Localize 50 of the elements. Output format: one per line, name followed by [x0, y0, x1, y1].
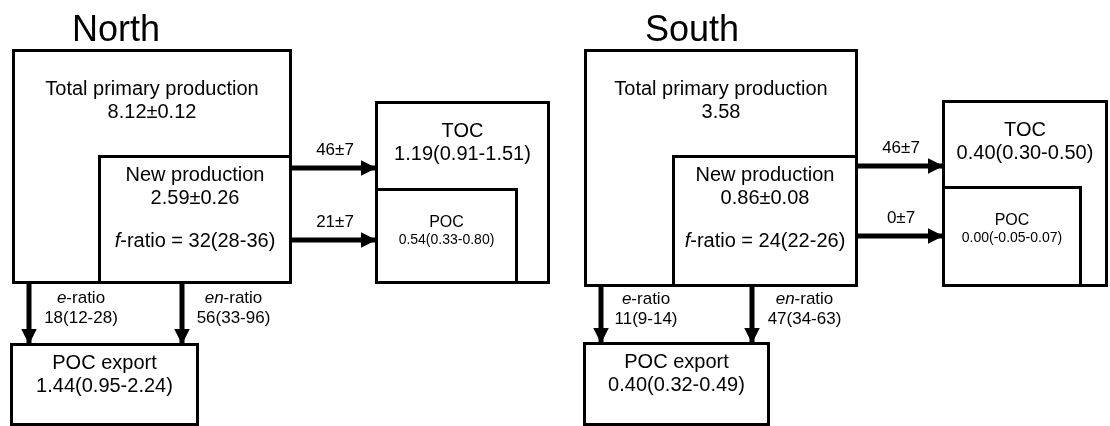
box-value: 0.86±0.08	[719, 186, 811, 209]
box-heading: Total primary production	[613, 77, 829, 100]
arrow	[856, 158, 944, 174]
box-heading: Total primary production	[44, 77, 260, 100]
box-heading: New production	[694, 163, 836, 186]
box-value: f-ratio = 32(28-36)	[113, 229, 277, 252]
edge-label: en-ratio 56(33-96)	[195, 288, 272, 328]
box-value: f-ratio = 24(22-26)	[683, 229, 847, 252]
flux-box	[375, 101, 550, 284]
box-heading: POC	[993, 211, 1031, 230]
flux-box	[942, 100, 1108, 287]
box-heading: New production	[124, 163, 266, 186]
box-value: 0.40(0.30-0.50)	[955, 141, 1095, 164]
box-heading: TOC	[1003, 118, 1047, 141]
arrow	[290, 232, 377, 248]
box-value: 1.44(0.95-2.24)	[35, 374, 174, 397]
arrow	[174, 282, 190, 345]
box-heading: POC	[428, 213, 465, 232]
edge-label: e-ratio 11(9-14)	[613, 289, 679, 329]
edge-label: en-ratio 47(34-63)	[766, 289, 843, 329]
flux-box	[584, 49, 858, 287]
arrow	[856, 228, 944, 244]
flux-box	[672, 155, 858, 287]
edge-label: 0±7	[885, 208, 917, 228]
arrow	[290, 160, 377, 176]
flux-box	[583, 342, 770, 426]
box-value: 0.40(0.32-0.49)	[607, 373, 746, 396]
box-value: 1.19(0.91-1.51)	[393, 142, 532, 165]
edge-label: e-ratio 18(12-28)	[43, 288, 119, 328]
box-heading: TOC	[440, 119, 485, 142]
arrow	[21, 282, 37, 345]
arrow	[744, 285, 760, 344]
flux-box	[12, 49, 292, 284]
edge-label: 21±7	[315, 212, 355, 232]
flux-box	[375, 188, 518, 284]
flux-box	[942, 186, 1082, 287]
edge-label: 46±7	[881, 138, 921, 158]
panel-title: South	[645, 8, 740, 50]
flux-box	[10, 343, 199, 426]
flux-box	[98, 155, 292, 284]
box-value: 2.59±0.26	[149, 186, 241, 209]
box-value: 0.54(0.33-0.80)	[397, 231, 496, 248]
box-value: 8.12±0.12	[106, 100, 198, 123]
edge-label: 46±7	[315, 140, 355, 160]
arrow	[593, 285, 609, 344]
box-heading: POC export	[623, 350, 730, 373]
box-value: 0.00(-0.05-0.07)	[960, 229, 1064, 246]
box-value: 3.58	[700, 100, 742, 123]
box-heading: POC export	[51, 351, 158, 374]
panel-title: North	[72, 8, 161, 50]
